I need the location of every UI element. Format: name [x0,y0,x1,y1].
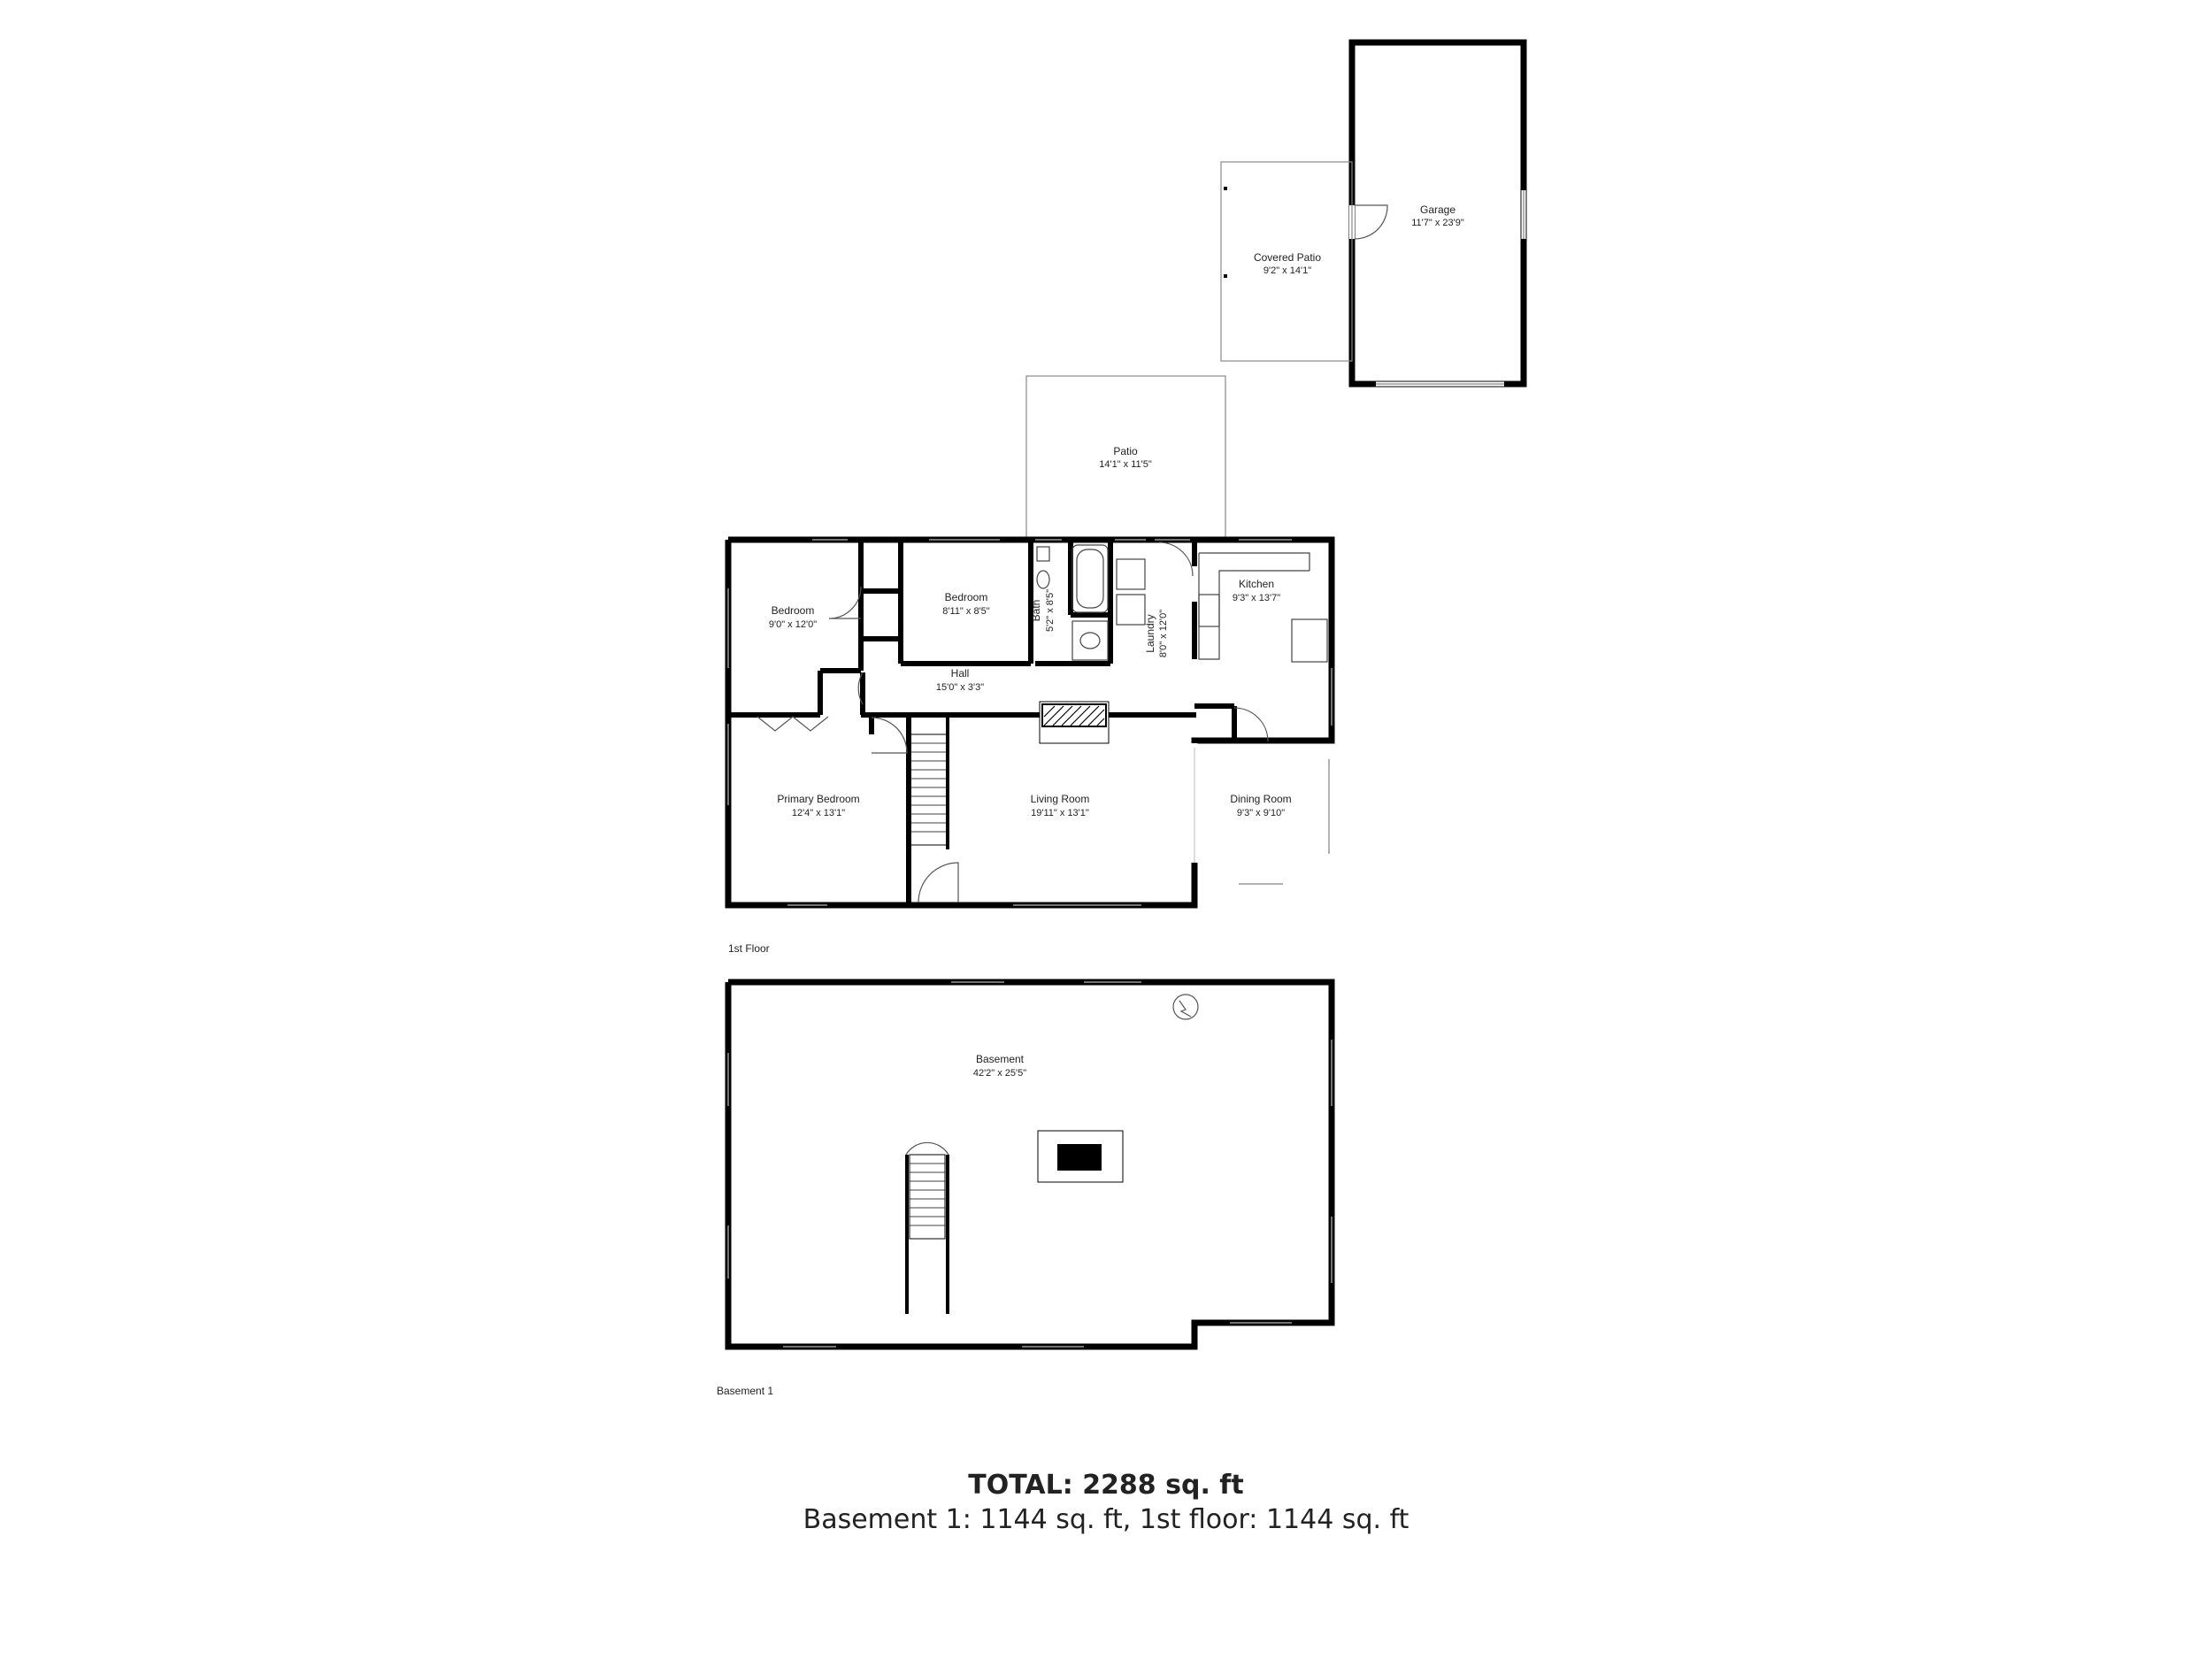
basement-floor-label: Basement 1 [717,1385,773,1397]
first-floor: Bedroom 9'0" x 12'0" Bedroom 8'11" x 8'5… [725,536,1335,955]
patio-dims: 14'1" x 11'5" [1099,459,1152,470]
bedroom-2-name: Bedroom [945,591,988,603]
bath-dims: 5'2" x 8'5" [1045,589,1056,632]
total-area: TOTAL: 2288 sq. ft [0,1469,2212,1502]
garage-dims: 11'7" x 23'9" [1411,218,1464,228]
total-value: 2288 sq. ft [1082,1470,1244,1501]
basement-name: Basement [976,1053,1025,1065]
hall-name: Hall [951,667,970,680]
basement-dims: 42'2" x 25'5" [973,1068,1026,1079]
hall-dims: 15'0" x 3'3" [936,682,984,693]
laundry-dims: 8'0" x 12'0" [1158,610,1169,657]
patio: Patio 14'1" x 11'5" [1025,375,1226,541]
area-summary: TOTAL: 2288 sq. ft Basement 1: 1144 sq. … [0,1469,2212,1538]
covered-patio: Covered Patio 9'2" x 14'1" [1220,161,1353,362]
bedroom-1-dims: 9'0" x 12'0" [769,619,817,630]
garage: Garage 11'7" x 23'9" [1348,39,1527,388]
stairs-up [910,715,949,849]
primary-bedroom-name: Primary Bedroom [777,793,859,805]
laundry-name: Laundry [1144,614,1156,652]
living-room-name: Living Room [1031,793,1090,805]
area-breakdown: Basement 1: 1144 sq. ft, 1st floor: 1144… [803,1504,1409,1535]
dining-room-dims: 9'3" x 9'10" [1237,808,1285,818]
kitchen-dims: 9'3" x 13'7" [1233,593,1280,603]
basement-stairs [905,1141,949,1314]
bath-fixtures [1036,544,1109,661]
basement-floor: Basement 42'2" x 25'5" Basement 1 [717,979,1335,1397]
bedroom-1-name: Bedroom [772,604,815,617]
living-room-dims: 19'11" x 13'1" [1031,808,1089,818]
bath-name: Bath [1030,600,1042,622]
kitchen-counters [1198,552,1328,663]
water-heater-icon [1172,994,1199,1020]
kitchen-name: Kitchen [1239,578,1274,590]
primary-bedroom-dims: 12'4" x 13'1" [792,808,845,818]
covered-patio-name: Covered Patio [1254,251,1321,264]
patio-name: Patio [1113,445,1138,457]
dining-room-name: Dining Room [1230,793,1291,805]
total-label: TOTAL: [968,1470,1073,1501]
chimney [1037,1130,1124,1183]
covered-patio-dims: 9'2" x 14'1" [1263,265,1311,276]
bedroom-2-dims: 8'11" x 8'5" [942,606,989,617]
first-floor-label: 1st Floor [728,942,770,955]
garage-name: Garage [1420,204,1455,216]
fireplace [1039,701,1110,744]
